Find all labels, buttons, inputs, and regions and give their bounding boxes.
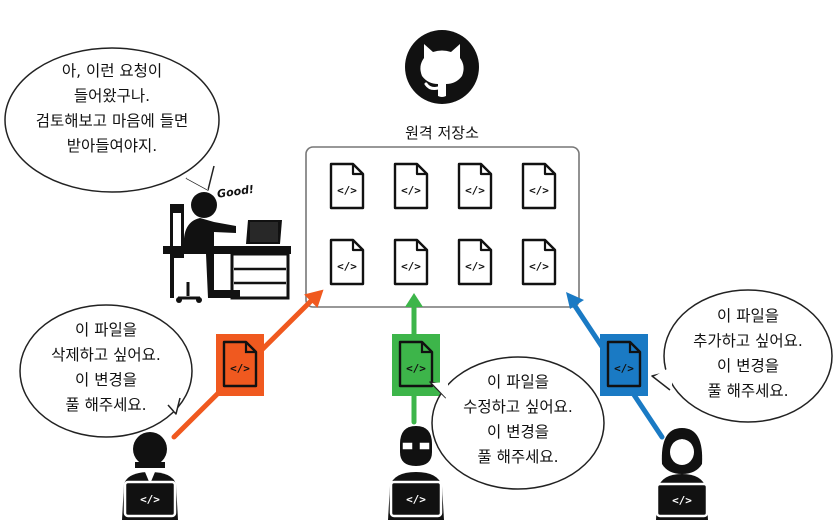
delete-speech-text: 이 파일을 삭제하고 싶어요. 이 변경을 풀 해주세요. xyxy=(26,318,186,418)
reviewer-speech-line: 검토해보고 마음에 들면 xyxy=(35,112,189,131)
delete-speech-line: 이 변경을 xyxy=(75,371,137,390)
modify-speech-line: 이 변경을 xyxy=(487,423,549,442)
add-speech-line: 추가하고 싶어요. xyxy=(693,332,803,351)
delete-file-tag: </> xyxy=(216,334,264,396)
developer-man-icon: </> xyxy=(122,432,178,520)
delete-speech-line: 삭제하고 싶어요. xyxy=(51,346,161,365)
add-speech-line: 풀 해주세요. xyxy=(707,382,789,401)
delete-speech-line: 이 파일을 xyxy=(75,321,137,339)
add-speech-bubble xyxy=(651,289,833,423)
developer-woman-icon: </> xyxy=(655,428,709,520)
svg-text:</>: </> xyxy=(614,362,634,375)
svg-text:</>: </> xyxy=(406,493,426,506)
add-speech-line: 이 변경을 xyxy=(717,357,779,376)
code-file-icon xyxy=(457,162,493,210)
modify-speech-line: 수정하고 싶어요. xyxy=(463,398,573,417)
modify-file-tag: </> xyxy=(392,334,440,396)
reviewer-speech-line: 아, 이런 요청이 xyxy=(61,62,163,80)
svg-text:</>: </> xyxy=(230,362,250,375)
svg-text:</>: </> xyxy=(140,493,160,506)
reviewer-at-desk-icon xyxy=(163,192,291,303)
svg-text:</>: </> xyxy=(672,494,692,507)
reviewer-speech-line: 받아들여야지. xyxy=(66,137,158,156)
repository-label: 원격 저장소 xyxy=(405,124,479,142)
repository-box xyxy=(305,146,580,308)
modify-speech-line: 이 파일을 xyxy=(487,373,549,391)
modify-speech-bubble xyxy=(429,356,605,490)
svg-text:</>: </> xyxy=(406,362,426,375)
add-speech-text: 이 파일을 추가하고 싶어요. 이 변경을 풀 해주세요. xyxy=(668,304,828,404)
add-file-tag: </> xyxy=(600,334,648,396)
github-octocat-icon xyxy=(405,30,479,104)
developer-glasses-icon: </> xyxy=(388,426,444,520)
delete-speech-line: 풀 해주세요. xyxy=(65,396,147,415)
code-file-icon xyxy=(393,238,429,286)
good-exclamation: Good! xyxy=(216,183,254,201)
reviewer-speech-bubble xyxy=(4,47,220,193)
delete-speech-bubble xyxy=(19,304,193,438)
add-speech-line: 이 파일을 xyxy=(717,307,779,325)
code-file-icon xyxy=(521,162,557,210)
code-file-icon xyxy=(329,162,365,210)
code-file-icon xyxy=(457,238,493,286)
code-file-icon xyxy=(329,238,365,286)
code-file-icon xyxy=(393,162,429,210)
modify-speech-line: 풀 해주세요. xyxy=(477,448,559,467)
code-file-icon xyxy=(521,238,557,286)
modify-speech-text: 이 파일을 수정하고 싶어요. 이 변경을 풀 해주세요. xyxy=(438,370,598,470)
reviewer-speech-line: 들어왔구나. xyxy=(73,87,151,106)
reviewer-speech-text: 아, 이런 요청이 들어왔구나. 검토해보고 마음에 들면 받아들여야지. xyxy=(12,59,212,159)
